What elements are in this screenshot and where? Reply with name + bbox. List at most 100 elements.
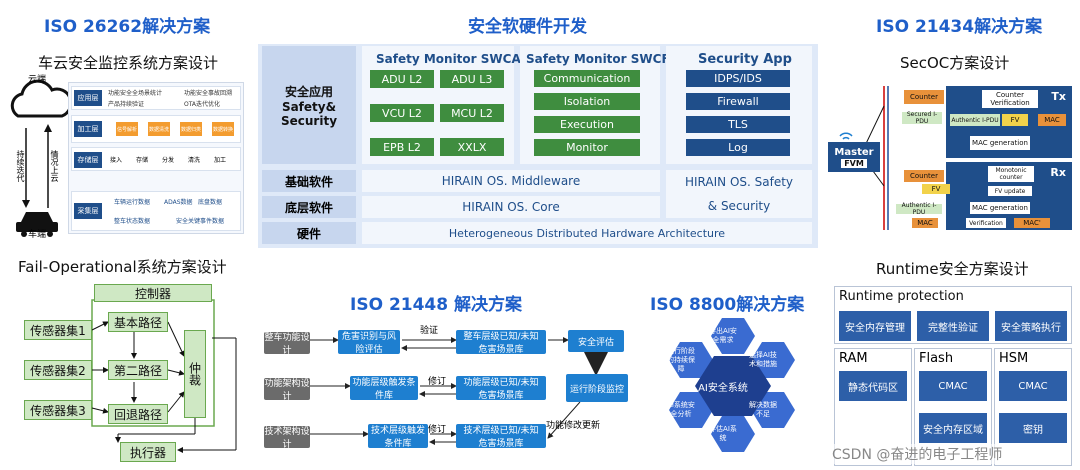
- iso8800-hex: 导出AI安全需求: [709, 327, 737, 344]
- tx-mac: MAC: [1038, 114, 1066, 126]
- swca-item: XXLX: [440, 138, 504, 156]
- flash-label: Flash: [919, 351, 954, 366]
- panel-item: 数据清洗: [148, 122, 170, 136]
- tx-counter-verification: Counter Verification: [982, 90, 1038, 108]
- fallback-path-box: 回退路径: [108, 404, 168, 424]
- panel-item: 加工: [214, 157, 227, 164]
- swcf-title: Safety Monitor SWCF: [526, 52, 670, 66]
- iso21448-box: 功能层级已知/未知危害场景库: [456, 376, 546, 401]
- panel-item: 分发: [162, 157, 175, 164]
- storage-layer-row: 存储层 接入 存储 分发 清洗 加工: [71, 147, 241, 171]
- panel-item: 整车状态数据: [114, 218, 151, 225]
- iso8800-hex: AI系统安全分析: [667, 401, 695, 418]
- runtime-item: 安全策略执行: [995, 311, 1067, 341]
- middleware-bar: HIRAIN OS. Middleware: [362, 170, 660, 192]
- iso8800-hex: 选择AI技术和措施: [749, 351, 777, 368]
- swcf-item: Execution: [534, 116, 640, 133]
- tx-label: Tx: [1051, 90, 1066, 103]
- master-box: Master FVM: [828, 142, 880, 172]
- iso21448-box: 运行阶段监控: [566, 374, 628, 402]
- arbiter-box: 仲裁: [184, 330, 206, 418]
- sensor-box-3: 传感器集3: [24, 400, 92, 420]
- app-layer-row: 应用层 功能安全全场景统计 功能安全事故回溯 产品持续验证 OTA迭代优化: [71, 86, 241, 110]
- iso21448-box: 技术层级已知/未知危害场景库: [456, 424, 546, 449]
- flash-panel: Flash CMAC 安全内存区域: [914, 348, 992, 466]
- panel-item: 车辆运行数据: [114, 199, 151, 206]
- actuator-box: 执行器: [120, 442, 176, 462]
- cloud-label: 云端: [28, 75, 47, 85]
- row-tag: 采集层: [74, 203, 102, 219]
- iso21448-flow: [306, 337, 608, 445]
- rx-monotonic-counter: Monotonic counter: [988, 166, 1034, 182]
- security-app-item: IDPS/IDS: [686, 70, 790, 87]
- row-tag: 应用层: [74, 90, 102, 106]
- hardware-bar: Heterogeneous Distributed Hardware Archi…: [362, 222, 812, 244]
- rx-mac: MAC: [912, 218, 938, 228]
- cloud-platform-panel: 应用层 功能安全全场景统计 功能安全事故回溯 产品持续验证 OTA迭代优化 加工…: [68, 82, 244, 234]
- layer-safety-app: 安全应用 Safety& Security: [262, 46, 356, 164]
- swca-item: VCU L2: [370, 104, 434, 122]
- rx-mac-prime: MAC': [1014, 218, 1050, 228]
- secoc-diagram: Master FVM Tx Counter Counter Verificati…: [822, 82, 1076, 234]
- iso8800-center: AI安全系统: [698, 382, 748, 394]
- row-tag: 加工层: [74, 121, 102, 137]
- iso21448-header: ISO 21448 解决方案: [350, 295, 523, 315]
- car-icon: [16, 212, 58, 237]
- flow-label: 功能修改更新: [546, 421, 601, 431]
- watermark: CSDN @奋进的电子工程师: [832, 444, 1003, 464]
- fail-operational-title: Fail-Operational系统方案设计: [18, 258, 227, 276]
- panel-item: 清洗: [188, 157, 201, 164]
- flash-item: 安全内存区域: [919, 413, 987, 443]
- cloud-car-diagram: [10, 79, 68, 237]
- second-path-box: 第二路径: [108, 360, 168, 380]
- runtime-item: 安全内存管理: [839, 311, 911, 341]
- flow-label: 修订: [428, 425, 447, 435]
- fvm-label: FVM: [841, 158, 867, 168]
- panel-item: 产品持续验证: [108, 101, 145, 108]
- iso21448-box: 功能层级触发条件库: [350, 376, 418, 401]
- ram-panel: RAM 静态代码区: [834, 348, 912, 466]
- panel-item: 底盘数据: [198, 199, 223, 206]
- flash-item: CMAC: [919, 371, 987, 401]
- ram-item: 静态代码区: [839, 371, 907, 401]
- swca-title: Safety Monitor SWCA: [376, 52, 521, 66]
- tx-secured-ipdu: Secured I-PDU: [902, 111, 942, 125]
- security-app-title: Security App: [698, 52, 792, 67]
- ram-label: RAM: [839, 351, 868, 366]
- iso21448-gray-box: 整车功能设计: [264, 332, 310, 356]
- runtime-protection-label: Runtime protection: [839, 289, 964, 304]
- rx-fv: FV: [922, 184, 950, 194]
- basic-path-box: 基本路径: [108, 312, 168, 332]
- swca-item: ADU L2: [370, 70, 434, 88]
- iso26262-header: ISO 26262解决方案: [44, 17, 211, 37]
- swca-item: MCU L2: [440, 104, 504, 122]
- layer-low-software: 底层软件: [262, 196, 356, 218]
- tx-counter: Counter: [904, 90, 944, 104]
- panel-item: ADAS数据: [164, 199, 193, 206]
- panel-item: 功能安全全场景统计: [108, 90, 163, 97]
- controller-box: 控制器: [94, 284, 212, 302]
- iso21448-box: 危害识别与风险评估: [338, 330, 400, 355]
- tx-fv: FV: [1002, 114, 1028, 126]
- secoc-title: SecOC方案设计: [900, 54, 1010, 72]
- security-app-item: TLS: [686, 116, 790, 133]
- process-layer-row: 加工层 信号解析 数据清洗 数据归类 数据转换: [71, 115, 241, 143]
- iso8800-hex: 运行阶段的持续保障: [667, 346, 695, 373]
- rx-mac-generation: MAC generation: [970, 202, 1030, 214]
- cloud-icon: [10, 79, 68, 118]
- rx-authentic-ipdu: Authentic I-PDU: [896, 202, 942, 216]
- iso21448-gray-box: 技术架构设计: [264, 426, 310, 450]
- up-label: 情况上云: [50, 150, 59, 182]
- wifi-icon: [839, 132, 853, 140]
- runtime-protection-panel: Runtime protection 安全内存管理 完整性验证 安全策略执行: [834, 286, 1072, 344]
- panel-item: 数据归类: [180, 122, 202, 136]
- panel-item: OTA迭代优化: [184, 101, 221, 108]
- iso21448-box: 技术层级触发条件库: [368, 424, 428, 449]
- hsm-label: HSM: [999, 351, 1029, 366]
- swcf-item: Communication: [534, 70, 640, 87]
- swca-item: ADU L3: [440, 70, 504, 88]
- panel-item: 功能安全事故回溯: [184, 90, 233, 97]
- down-label: 持续迭代: [16, 150, 25, 182]
- security-app-item: Firewall: [686, 93, 790, 110]
- rx-label: Rx: [1050, 166, 1066, 179]
